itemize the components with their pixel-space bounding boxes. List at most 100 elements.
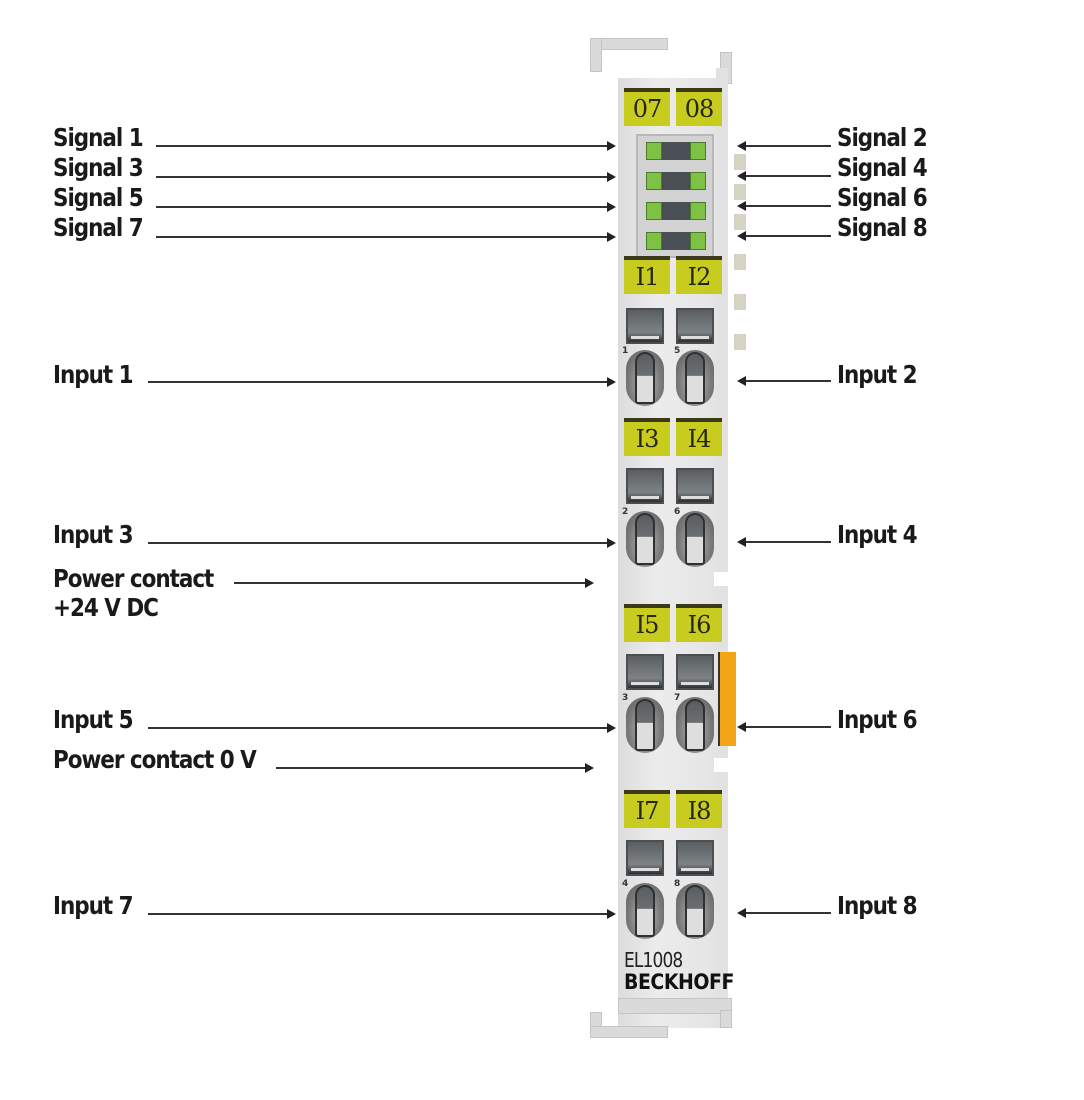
channel-label-i6: I6 xyxy=(676,604,722,642)
label-signal-3: Signal 3 xyxy=(53,153,144,182)
leader-signal-5 xyxy=(156,202,616,212)
leader-input-3 xyxy=(148,538,616,548)
release-slot[interactable] xyxy=(626,840,664,876)
led-window xyxy=(636,134,714,258)
channel-label-i5: I5 xyxy=(624,604,670,642)
top-label-08: 08 xyxy=(676,88,722,126)
el1008-terminal: 07 08 I1 I2 1 5 I3 I4 2 6 I5 I6 3 7 I7 I… xyxy=(588,38,746,1038)
brand-logo: BECKHOFF xyxy=(624,970,734,994)
label-signal-8: Signal 8 xyxy=(837,213,928,242)
side-tab xyxy=(734,254,746,270)
model-number: EL1008 xyxy=(624,948,683,972)
leader-input-1 xyxy=(148,377,616,387)
pin-number: 5 xyxy=(674,346,681,356)
spring-contact-input-2[interactable] xyxy=(676,350,714,406)
leader-signal-1 xyxy=(156,141,616,151)
channel-label-i8: I8 xyxy=(676,790,722,828)
side-tab xyxy=(734,334,746,350)
side-tab xyxy=(734,214,746,230)
leader-input-2 xyxy=(737,376,831,386)
channel-label-i2: I2 xyxy=(676,256,722,294)
label-signal-1: Signal 1 xyxy=(53,123,144,152)
label-signal-7: Signal 7 xyxy=(53,213,144,242)
leader-signal-3 xyxy=(156,172,616,182)
top-latch-leg xyxy=(590,38,602,72)
leader-power-24 xyxy=(234,578,594,588)
leader-input-6 xyxy=(737,722,831,732)
pin-number: 4 xyxy=(622,879,629,889)
led-icon xyxy=(690,202,706,220)
leader-signal-8 xyxy=(737,231,831,241)
led-icon xyxy=(690,232,706,250)
release-slot[interactable] xyxy=(676,654,714,690)
spring-contact-input-5[interactable] xyxy=(626,697,664,753)
leader-power-0 xyxy=(276,763,594,773)
leader-signal-6 xyxy=(737,201,831,211)
release-slot[interactable] xyxy=(676,840,714,876)
led-icon xyxy=(690,172,706,190)
label-input-1: Input 1 xyxy=(53,360,134,389)
power-contact-notch xyxy=(714,572,736,586)
leader-signal-4 xyxy=(737,171,831,181)
led-icon xyxy=(646,232,662,250)
channel-label-i1: I1 xyxy=(624,256,670,294)
power-contact-notch xyxy=(714,758,736,772)
led-icon xyxy=(646,172,662,190)
channel-label-i3: I3 xyxy=(624,418,670,456)
label-power-24-line2: +24 V DC xyxy=(53,593,159,622)
spring-contact-input-1[interactable] xyxy=(626,350,664,406)
label-input-8: Input 8 xyxy=(837,891,918,920)
spring-contact-input-8[interactable] xyxy=(676,883,714,939)
pin-number: 6 xyxy=(674,507,681,517)
leader-input-7 xyxy=(148,909,616,919)
label-signal-2: Signal 2 xyxy=(837,123,928,152)
bottom-rail xyxy=(618,998,732,1014)
label-input-4: Input 4 xyxy=(837,520,918,549)
release-slot[interactable] xyxy=(676,308,714,344)
pin-number: 8 xyxy=(674,879,681,889)
leader-input-5 xyxy=(148,723,616,733)
led-row-1 xyxy=(646,142,706,160)
spring-contact-input-4[interactable] xyxy=(676,511,714,567)
label-input-3: Input 3 xyxy=(53,520,134,549)
spring-contact-input-6[interactable] xyxy=(676,697,714,753)
pin-number: 3 xyxy=(622,693,629,703)
pin-number: 1 xyxy=(622,346,629,356)
label-power-0: Power contact 0 V xyxy=(53,745,257,774)
release-slot[interactable] xyxy=(626,308,664,344)
side-tab xyxy=(734,294,746,310)
leader-input-8 xyxy=(737,908,831,918)
leader-signal-2 xyxy=(737,141,831,151)
housing-right-edge xyxy=(716,68,728,1028)
label-input-6: Input 6 xyxy=(837,705,918,734)
release-slot[interactable] xyxy=(626,468,664,504)
led-icon xyxy=(646,202,662,220)
bottom-latch xyxy=(590,1026,668,1038)
led-row-3 xyxy=(646,202,706,220)
pin-number: 2 xyxy=(622,507,629,517)
side-tab xyxy=(734,154,746,170)
leader-signal-7 xyxy=(156,232,616,242)
bottom-right-post xyxy=(720,1010,732,1028)
release-slot[interactable] xyxy=(626,654,664,690)
release-slot[interactable] xyxy=(676,468,714,504)
label-signal-5: Signal 5 xyxy=(53,183,144,212)
led-icon xyxy=(646,142,662,160)
spring-contact-input-3[interactable] xyxy=(626,511,664,567)
led-row-4 xyxy=(646,232,706,250)
top-label-07: 07 xyxy=(624,88,670,126)
led-row-2 xyxy=(646,172,706,190)
label-power-24-line1: Power contact xyxy=(53,564,214,593)
orange-power-contact xyxy=(718,652,736,746)
label-input-2: Input 2 xyxy=(837,360,918,389)
channel-label-i7: I7 xyxy=(624,790,670,828)
label-input-5: Input 5 xyxy=(53,705,134,734)
label-signal-4: Signal 4 xyxy=(837,153,928,182)
pin-number: 7 xyxy=(674,693,681,703)
leader-input-4 xyxy=(737,537,831,547)
led-icon xyxy=(690,142,706,160)
label-input-7: Input 7 xyxy=(53,891,134,920)
spring-contact-input-7[interactable] xyxy=(626,883,664,939)
label-signal-6: Signal 6 xyxy=(837,183,928,212)
channel-label-i4: I4 xyxy=(676,418,722,456)
